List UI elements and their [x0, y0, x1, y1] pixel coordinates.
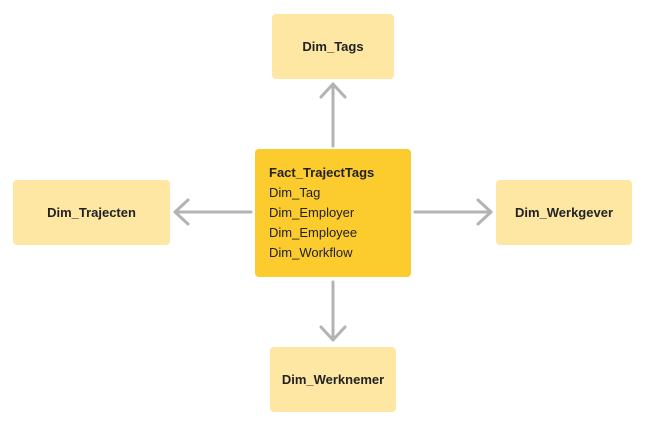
dim-trajecten-box[interactable]: Dim_Trajecten — [13, 180, 170, 245]
dim-tags-box[interactable]: Dim_Tags — [272, 14, 394, 79]
fact-line-dim-workflow: Dim_Workflow — [269, 245, 353, 260]
fact-line-dim-tag: Dim_Tag — [269, 185, 321, 200]
dim-tags-label: Dim_Tags — [302, 39, 364, 54]
arrowhead-right — [476, 198, 493, 226]
dim-werkgever-label: Dim_Werkgever — [514, 205, 614, 220]
dim-werknemer-box[interactable]: Dim_Werknemer — [270, 347, 396, 412]
arrowhead-left — [173, 198, 190, 226]
fact-line-dim-employee: Dim_Employee — [269, 225, 358, 240]
dim-trajecten-label: Dim_Trajecten — [47, 205, 136, 220]
fact-line-dim-employer: Dim_Employer — [269, 205, 355, 220]
fact-trajecttags-box[interactable]: Fact_TrajectTags Dim_Tag Dim_Employer Di… — [255, 149, 411, 277]
dim-werkgever-box[interactable]: Dim_Werkgever — [496, 180, 632, 245]
arrowhead-bottom — [319, 325, 347, 342]
fact-title: Fact_TrajectTags — [269, 165, 375, 180]
arrowhead-top — [319, 82, 347, 99]
dim-werknemer-label: Dim_Werknemer — [281, 372, 385, 387]
